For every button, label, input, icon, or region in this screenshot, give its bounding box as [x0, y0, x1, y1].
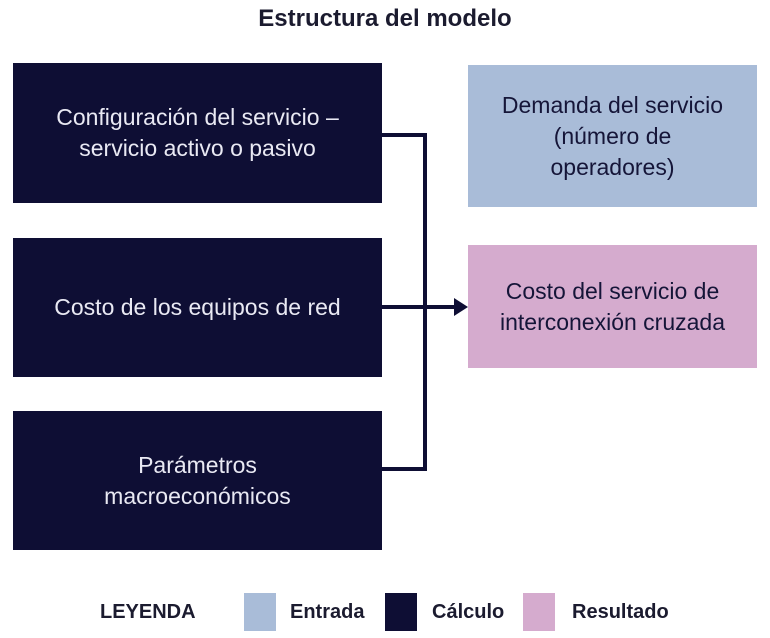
box-text-line: (número de	[553, 122, 672, 149]
box-text-line: Costo del servicio de	[505, 277, 720, 304]
legend-label-entrada: Entrada	[290, 601, 365, 623]
legend-title: LEYENDA	[100, 601, 196, 623]
box-costo-equipos: Costo de los equipos de red	[13, 238, 382, 377]
diagram-title: Estructura del modelo	[258, 5, 512, 32]
box-text-line: Parámetros	[138, 451, 257, 478]
legend-swatch-resultado	[523, 593, 555, 631]
box-configuracion-servicio: Configuración del servicio – servicio ac…	[13, 63, 382, 203]
legend-swatch-calculo	[385, 593, 417, 631]
box-text-line: interconexión cruzada	[499, 308, 726, 335]
box-costo-servicio-interconexion: Costo del servicio de interconexión cruz…	[468, 245, 757, 368]
connector-bottom-horizontal	[382, 467, 427, 471]
box-text-line: macroeconómicos	[104, 482, 291, 509]
box-demanda-servicio: Demanda del servicio (número de operador…	[468, 65, 757, 207]
box-text-line: Demanda del servicio	[501, 91, 724, 118]
connector-top-horizontal	[382, 133, 427, 137]
arrowhead-icon	[454, 298, 468, 316]
box-parametros-macroeconomicos: Parámetros macroeconómicos	[13, 411, 382, 550]
connector-arrow-shaft	[382, 305, 455, 309]
box-text-line: operadores)	[550, 153, 675, 180]
connector-vertical-line	[423, 133, 427, 471]
box-text-line: Costo de los equipos de red	[54, 294, 341, 320]
box-text-line: Configuración del servicio –	[56, 104, 339, 130]
legend-label-calculo: Cálculo	[432, 601, 505, 623]
legend-label-resultado: Resultado	[572, 601, 669, 623]
box-text-line: servicio activo o pasivo	[79, 135, 316, 161]
legend-swatch-entrada	[244, 593, 276, 631]
